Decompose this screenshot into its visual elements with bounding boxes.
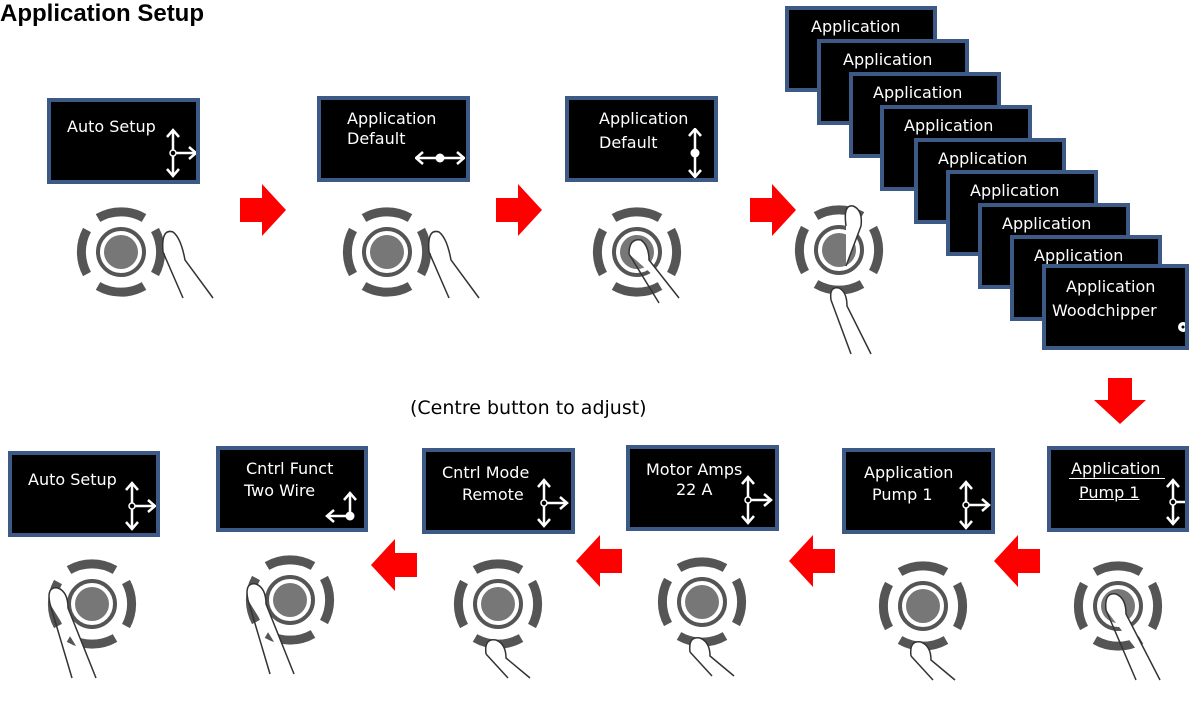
four-way-arrow-icon bbox=[1166, 478, 1185, 526]
down-arrow-icon bbox=[1094, 378, 1146, 424]
screen-line-2: Default bbox=[347, 129, 406, 148]
dial-press-left[interactable] bbox=[242, 546, 352, 676]
screen-line-2: Woodchipper bbox=[1052, 301, 1157, 320]
edit-underline bbox=[1069, 478, 1165, 479]
screen-cntrl-mode: Cntrl Mode Remote bbox=[422, 448, 575, 534]
stack-screen-label: Application bbox=[970, 181, 1060, 200]
screen-line-1: Application bbox=[1071, 459, 1161, 478]
dial-scroll-up-down[interactable] bbox=[791, 196, 901, 356]
screen-line-1: Motor Amps bbox=[646, 460, 743, 479]
left-arrow-icon bbox=[994, 535, 1040, 587]
four-way-arrow-icon bbox=[537, 478, 569, 528]
four-way-arrow-icon bbox=[125, 481, 156, 531]
dial-press-right[interactable] bbox=[339, 198, 499, 308]
four-way-arrow-icon bbox=[741, 475, 773, 525]
screen-line-1: Cntrl Mode bbox=[442, 463, 530, 482]
dot-icon bbox=[1178, 322, 1185, 332]
screen-line-1: Auto Setup bbox=[28, 470, 117, 489]
screen-line-2: Default bbox=[599, 133, 658, 152]
screen-application-default-1: Application Default bbox=[317, 96, 470, 182]
screen-line-1: Cntrl Funct bbox=[246, 459, 334, 478]
dial-press-down[interactable] bbox=[450, 550, 560, 680]
right-arrow-icon bbox=[240, 184, 286, 236]
screen-line-1: Auto Setup bbox=[67, 117, 156, 136]
stack-screen-label: Application bbox=[938, 149, 1028, 168]
screen-line-1: Application bbox=[864, 463, 954, 482]
screen-application-pump-edit: Application Pump 1 bbox=[1047, 446, 1189, 532]
stack-screen-label: Application bbox=[904, 116, 994, 135]
dial-press-centre[interactable] bbox=[589, 198, 749, 308]
screen-line-2: Remote bbox=[462, 485, 524, 504]
stack-screen-label: Application bbox=[1002, 214, 1092, 233]
page-title: Application Setup bbox=[0, 0, 204, 27]
stack-screen-woodchipper: Application Woodchipper bbox=[1042, 264, 1189, 350]
up-left-arrow-icon bbox=[325, 491, 357, 523]
screen-auto-setup-end: Auto Setup bbox=[8, 451, 160, 537]
dial-press-left[interactable] bbox=[44, 550, 154, 680]
stack-screen-label: Application bbox=[1034, 246, 1124, 265]
four-way-arrow-icon bbox=[959, 480, 991, 530]
dial-press-down[interactable] bbox=[875, 552, 985, 682]
up-down-arrow-icon bbox=[688, 128, 702, 178]
screen-line-2: 22 A bbox=[676, 480, 713, 499]
stack-screen-label: Application bbox=[843, 50, 933, 69]
screen-cntrl-funct: Cntrl Funct Two Wire bbox=[216, 446, 368, 532]
left-arrow-icon bbox=[371, 539, 417, 591]
screen-application-default-2: Application Default bbox=[565, 96, 718, 182]
screen-line-2: Two Wire bbox=[244, 481, 316, 500]
screen-auto-setup: Auto Setup bbox=[47, 98, 200, 184]
four-way-arrow-icon bbox=[166, 128, 196, 178]
dial-press-down[interactable] bbox=[654, 548, 764, 678]
right-arrow-icon bbox=[496, 184, 542, 236]
dial-press-right[interactable] bbox=[73, 198, 233, 308]
screen-line-1: Application bbox=[599, 109, 689, 128]
left-right-arrow-icon bbox=[415, 151, 465, 165]
left-arrow-icon bbox=[789, 535, 835, 587]
stack-screen-label: Application bbox=[811, 17, 901, 36]
right-arrow-icon bbox=[750, 184, 796, 236]
caption: (Centre button to adjust) bbox=[410, 397, 647, 419]
screen-application-pump: Application Pump 1 bbox=[842, 448, 995, 534]
dial-press-centre[interactable] bbox=[1070, 552, 1180, 682]
screen-line-2: Pump 1 bbox=[1079, 483, 1140, 502]
screen-motor-amps: Motor Amps 22 A bbox=[626, 445, 779, 531]
screen-line-1: Application bbox=[1066, 277, 1156, 296]
screen-line-1: Application bbox=[347, 109, 437, 128]
stack-screen-label: Application bbox=[873, 83, 963, 102]
screen-line-2: Pump 1 bbox=[872, 485, 933, 504]
left-arrow-icon bbox=[576, 535, 622, 587]
